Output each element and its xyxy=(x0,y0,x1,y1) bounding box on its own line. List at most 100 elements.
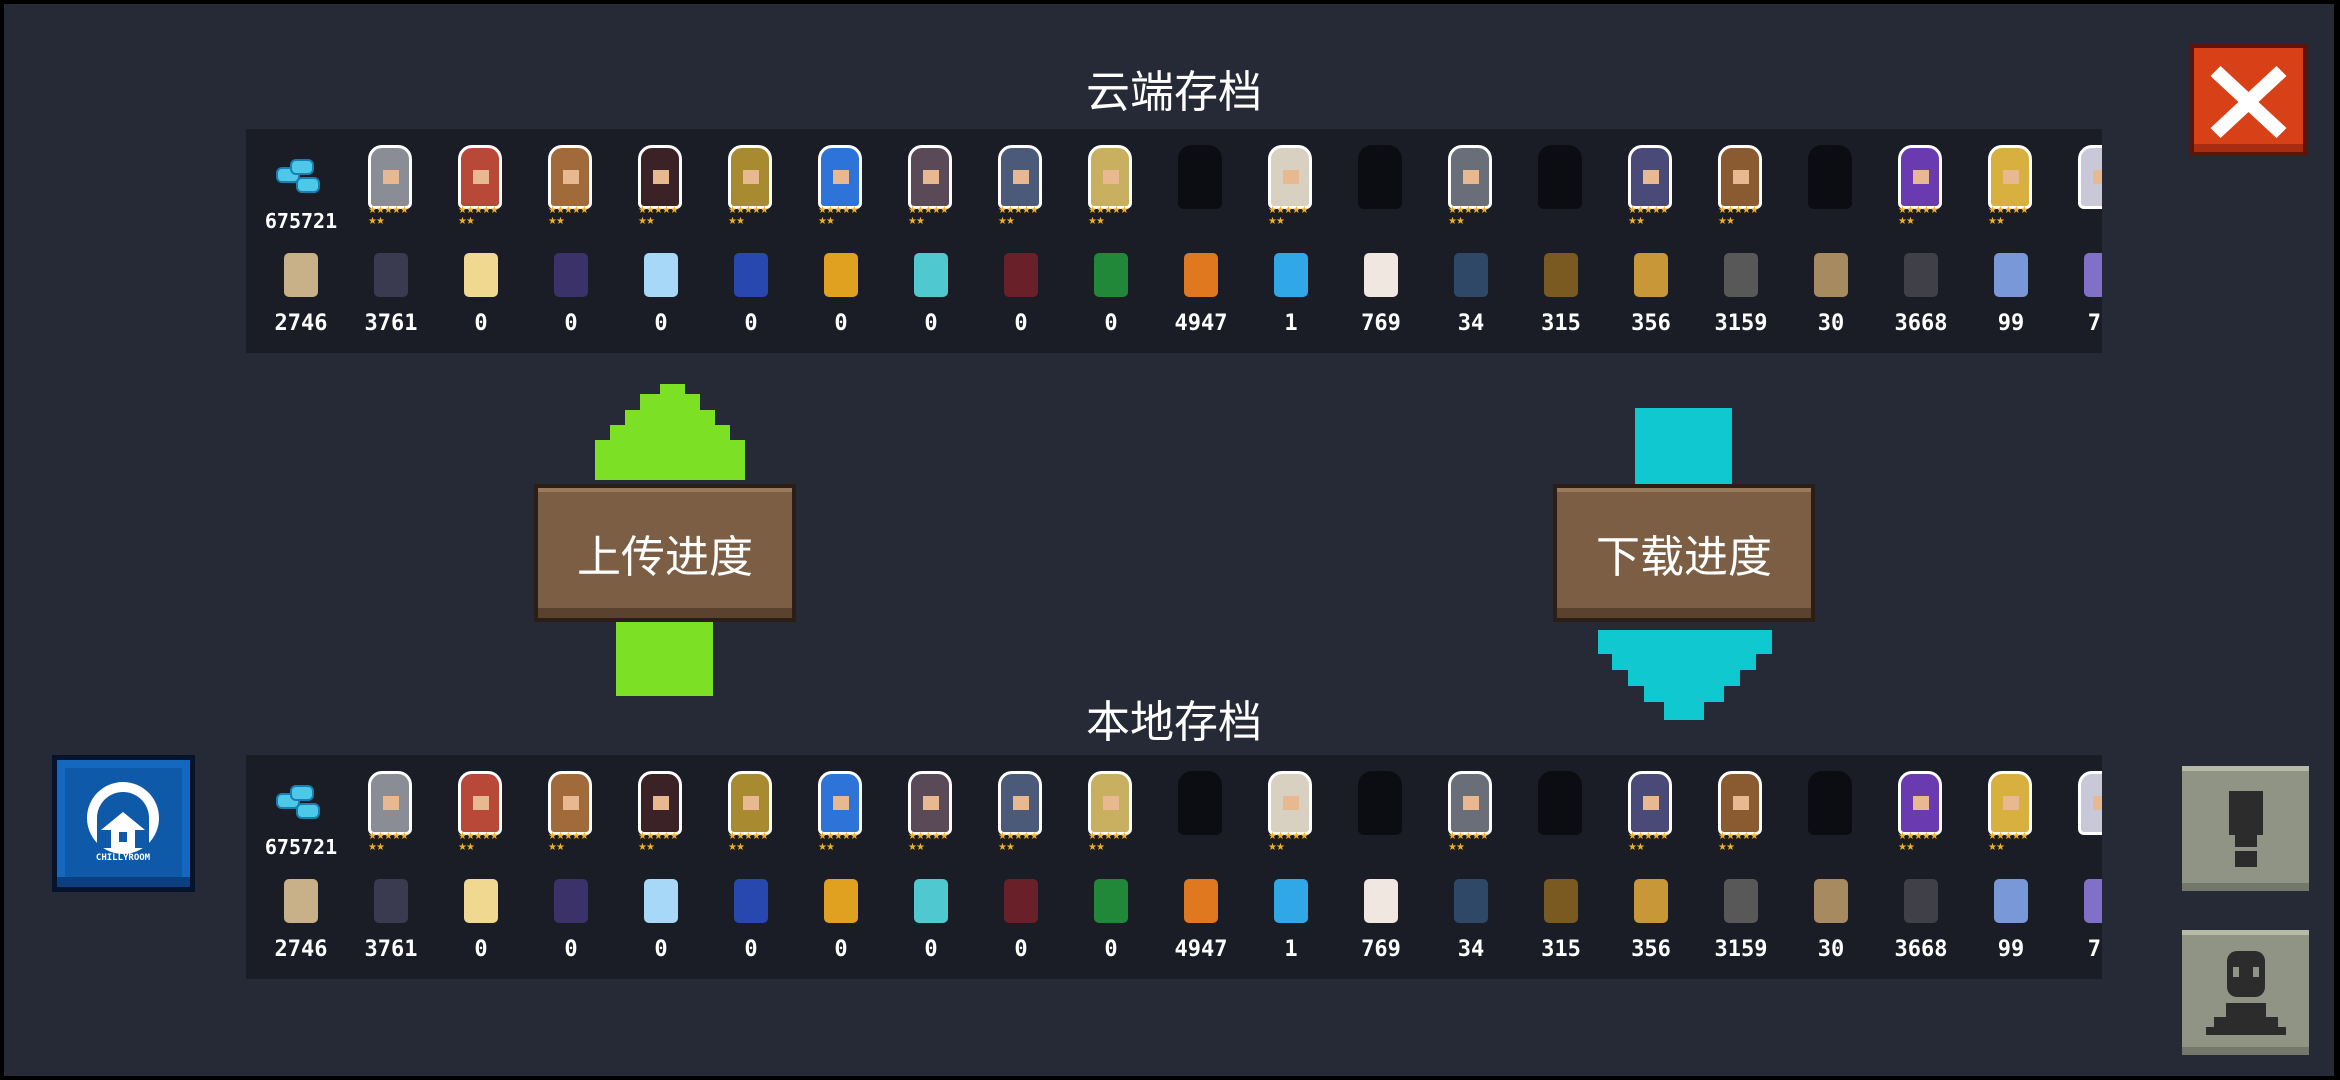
svg-text:CHILLYROOM: CHILLYROOM xyxy=(96,853,151,863)
character-slot[interactable] xyxy=(1516,129,1606,239)
material-count: 0 xyxy=(474,937,488,962)
character-slot[interactable]: ★★★★★★★ xyxy=(1966,755,2056,865)
character-slot[interactable] xyxy=(1516,755,1606,865)
star-rating: ★★★★★★★ xyxy=(1898,205,1939,227)
download-progress-button[interactable]: 下载进度 xyxy=(1553,484,1815,622)
close-button[interactable] xyxy=(2190,44,2307,156)
character-slot[interactable]: ★★★★★★★ xyxy=(1426,129,1516,239)
character-slot[interactable] xyxy=(1786,129,1876,239)
material-slot: 3668 xyxy=(1876,755,1966,979)
character-icon xyxy=(1606,765,1696,845)
material-icon xyxy=(1724,253,1758,297)
character-slot[interactable] xyxy=(1156,129,1246,239)
notice-button[interactable] xyxy=(2182,766,2309,891)
material-slot: 0 xyxy=(706,755,796,979)
character-slot[interactable]: ★★★★★★★ xyxy=(1426,755,1516,865)
material-slot: 73 xyxy=(2056,755,2102,979)
material-icon xyxy=(1364,879,1398,923)
character-slot[interactable]: ★★★★★★★ xyxy=(886,755,976,865)
character-slot[interactable] xyxy=(2056,755,2102,865)
character-slot[interactable] xyxy=(1336,129,1426,239)
character-icon xyxy=(1966,139,2056,219)
material-count: 73 xyxy=(2087,937,2102,962)
material-slot: 0 xyxy=(886,129,976,353)
material-slot: 34 xyxy=(1426,129,1516,353)
material-count: 99 xyxy=(1997,311,2025,336)
character-icon xyxy=(886,765,976,845)
material-slot: 0 xyxy=(706,129,796,353)
character-slot[interactable]: ★★★★★★★ xyxy=(526,129,616,239)
character-slot[interactable]: ★★★★★★★ xyxy=(976,129,1066,239)
cloud-save-title: 云端存档 xyxy=(1086,67,1262,118)
material-count: 0 xyxy=(654,937,668,962)
account-button[interactable] xyxy=(2182,930,2309,1055)
character-slot[interactable]: ★★★★★★★ xyxy=(976,755,1066,865)
character-slot[interactable]: ★★★★★★★ xyxy=(796,755,886,865)
upload-progress-button[interactable]: 上传进度 xyxy=(534,484,796,622)
material-slot: 0 xyxy=(526,755,616,979)
character-slot[interactable]: ★★★★★★★ xyxy=(616,129,706,239)
character-slot[interactable]: ★★★★★★★ xyxy=(616,755,706,865)
character-slot[interactable]: ★★★★★★★ xyxy=(346,755,436,865)
material-count: 4947 xyxy=(1174,311,1228,336)
star-rating: ★★★★★★★ xyxy=(458,205,499,227)
character-slot[interactable]: ★★★★★★★ xyxy=(1876,129,1966,239)
material-slot: 2746 xyxy=(256,129,346,353)
material-slot: 315 xyxy=(1516,755,1606,979)
character-slot[interactable]: ★★★★★★★ xyxy=(1966,129,2056,239)
material-icon xyxy=(1544,879,1578,923)
material-count: 3159 xyxy=(1714,937,1768,962)
material-slot: 0 xyxy=(796,129,886,353)
material-slot: 0 xyxy=(976,129,1066,353)
character-slot[interactable]: ★★★★★★★ xyxy=(436,129,526,239)
local-save-panel: 675721★★★★★★★★★★★★★★★★★★★★★★★★★★★★★★★★★★… xyxy=(246,755,2102,979)
character-slot[interactable]: ★★★★★★★ xyxy=(1696,755,1786,865)
star-rating: ★★★★★★★ xyxy=(548,205,589,227)
material-slot: 769 xyxy=(1336,755,1426,979)
character-slot[interactable] xyxy=(1156,755,1246,865)
character-icon xyxy=(706,139,796,219)
character-slot[interactable]: ★★★★★★★ xyxy=(1246,755,1336,865)
character-slot[interactable] xyxy=(1336,755,1426,865)
material-count: 0 xyxy=(1104,937,1118,962)
material-slot: 0 xyxy=(796,755,886,979)
material-count: 0 xyxy=(834,311,848,336)
character-slot[interactable]: ★★★★★★★ xyxy=(1606,129,1696,239)
locked-character-icon xyxy=(1156,139,1246,219)
material-icon xyxy=(1904,253,1938,297)
exclamation-icon xyxy=(2229,791,2263,867)
character-slot[interactable]: ★★★★★★★ xyxy=(1606,755,1696,865)
character-slot[interactable]: ★★★★★★★ xyxy=(706,129,796,239)
gem-count: 675721 xyxy=(264,835,338,859)
material-icon xyxy=(1904,879,1938,923)
download-arrow-icon xyxy=(1598,408,1772,720)
character-slot[interactable]: ★★★★★★★ xyxy=(1246,129,1336,239)
character-icon xyxy=(616,765,706,845)
character-slot[interactable]: ★★★★★★★ xyxy=(526,755,616,865)
material-slot: 0 xyxy=(976,755,1066,979)
material-icon xyxy=(644,253,678,297)
character-slot[interactable]: ★★★★★★★ xyxy=(346,129,436,239)
material-count: 356 xyxy=(1631,937,1671,962)
material-count: 0 xyxy=(924,937,938,962)
character-slot[interactable]: ★★★★★★★ xyxy=(1066,129,1156,239)
material-icon xyxy=(554,879,588,923)
material-count: 2746 xyxy=(274,937,328,962)
material-slot: 3159 xyxy=(1696,755,1786,979)
material-icon xyxy=(1814,879,1848,923)
character-slot[interactable] xyxy=(1786,755,1876,865)
character-icon xyxy=(1606,139,1696,219)
chillyroom-account-button[interactable]: CHILLYROOM xyxy=(52,755,195,892)
character-slot[interactable]: ★★★★★★★ xyxy=(886,129,976,239)
material-icon xyxy=(464,253,498,297)
material-icon xyxy=(1184,253,1218,297)
character-slot[interactable]: ★★★★★★★ xyxy=(706,755,796,865)
character-slot[interactable]: ★★★★★★★ xyxy=(1066,755,1156,865)
character-slot[interactable]: ★★★★★★★ xyxy=(1696,129,1786,239)
character-slot[interactable]: ★★★★★★★ xyxy=(796,129,886,239)
character-slot[interactable]: ★★★★★★★ xyxy=(436,755,526,865)
material-icon xyxy=(284,253,318,297)
character-slot[interactable] xyxy=(2056,129,2102,239)
material-icon xyxy=(374,253,408,297)
character-slot[interactable]: ★★★★★★★ xyxy=(1876,755,1966,865)
